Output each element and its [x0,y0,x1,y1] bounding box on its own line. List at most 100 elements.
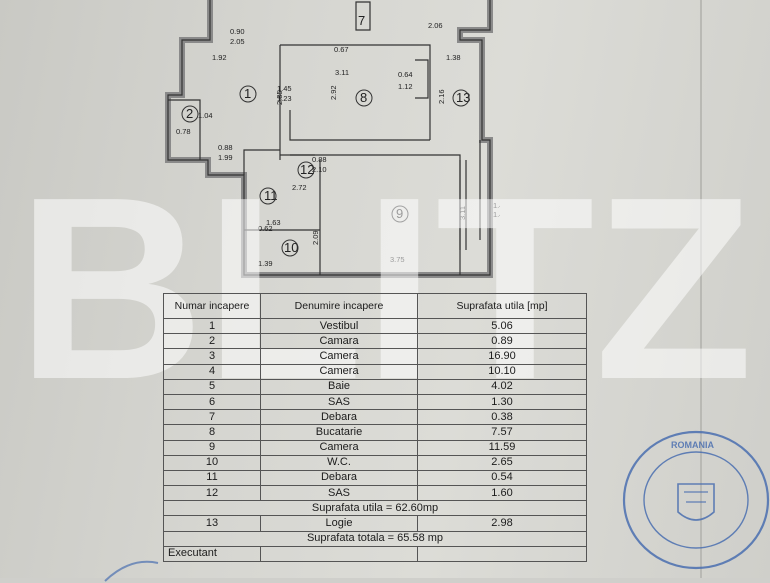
room-name: Vestibul [260,317,418,335]
svg-text:2: 2 [186,106,193,121]
room-name: Camera [260,348,418,365]
svg-text:8: 8 [360,90,367,105]
grand-total-row: Suprafata totala = 65.58 mp [163,530,587,547]
room-name: W.C. [260,454,418,471]
footer-label: Executant [163,545,261,563]
room-area: 1.60 [417,485,587,502]
stamp-fragment [104,560,159,582]
room-number: 4 [163,363,261,380]
room-area: 11.59 [417,439,587,456]
room-number: 3 [163,348,261,365]
svg-text:1.63: 1.63 [266,218,281,227]
svg-text:3.11: 3.11 [458,206,467,220]
room-area: 0.54 [417,469,587,487]
room-name: Debara [260,469,418,487]
header-room-name: Denumire incapere [260,293,418,319]
svg-text:7: 7 [358,13,365,28]
svg-text:0.78: 0.78 [176,127,191,136]
floor-plan: 0.90 2.05 1.92 0.67 3.11 0.64 1.12 1.38 … [165,0,500,278]
svg-text:2.16: 2.16 [437,89,446,104]
room-name: SAS [260,393,418,411]
rooms-table: Numar incapere Denumire incapere Suprafa… [163,293,587,563]
page-fold-line [700,0,702,578]
svg-text:0.64: 0.64 [398,70,413,79]
room-name: Baie [260,378,418,395]
room-name: SAS [260,485,418,502]
svg-text:0.90: 0.90 [230,27,245,36]
room-area: 10.10 [417,363,587,380]
svg-text:1.38: 1.38 [446,53,461,62]
svg-text:12: 12 [300,162,314,177]
room-area: 7.57 [417,424,587,441]
svg-text:9: 9 [396,206,403,221]
header-area: Suprafata utila [mp] [417,293,587,319]
footer-row: Executant [163,545,587,563]
svg-text:1.92: 1.92 [212,53,227,62]
svg-text:2.85: 2.85 [275,90,284,105]
room-number: 6 [163,393,261,411]
svg-text:10: 10 [284,240,298,255]
svg-text:1.41: 1.41 [493,210,500,219]
svg-text:1.99: 1.99 [218,153,233,162]
room-number: 1 [163,317,261,335]
svg-text:0.88: 0.88 [312,155,327,164]
svg-text:2.10: 2.10 [312,165,327,174]
svg-text:1: 1 [244,86,251,101]
svg-text:2.06: 2.06 [428,21,443,30]
svg-text:0.88: 0.88 [218,143,233,152]
svg-text:1.04: 1.04 [198,111,213,120]
room-name: Logie [260,515,418,532]
grand-total: Suprafata totala = 65.58 mp [163,530,587,547]
svg-text:13: 13 [456,90,470,105]
room-name: Camara [260,333,418,350]
svg-text:2.05: 2.05 [230,37,245,46]
svg-text:2.92: 2.92 [329,85,338,100]
svg-text:0.67: 0.67 [334,45,349,54]
room-name: Debara [260,409,418,426]
room-number: 13 [163,515,261,532]
room-area: 4.02 [417,378,587,395]
svg-text:1.41: 1.41 [493,201,500,210]
table-row: 13 Logie 2.98 [163,515,587,532]
room-number: 12 [163,485,261,502]
room-area: 2.65 [417,454,587,471]
official-stamp: ROMANIA [622,430,770,570]
room-name: Bucatarie [260,424,418,441]
room-area: 0.38 [417,409,587,426]
room-number: 9 [163,439,261,456]
useful-total: Suprafata utila = 62.60mp [163,500,587,517]
svg-text:1.12: 1.12 [398,82,413,91]
room-area: 16.90 [417,348,587,365]
room-number: 7 [163,409,261,426]
svg-text:2.72: 2.72 [292,183,307,192]
svg-text:0.62: 0.62 [258,224,273,233]
room-area: 2.98 [417,515,587,532]
svg-text:1.39: 1.39 [258,259,273,268]
room-number: 2 [163,333,261,350]
useful-total-row: Suprafata utila = 62.60mp [163,500,587,517]
svg-text:3.11: 3.11 [335,68,349,77]
svg-text:2.09: 2.09 [311,230,320,245]
header-room-number: Numar incapere [163,293,261,319]
room-number: 11 [163,469,261,487]
room-area: 1.30 [417,393,587,411]
svg-text:1.45: 1.45 [277,84,292,93]
room-name: Camera [260,363,418,380]
room-number: 5 [163,378,261,395]
room-number: 10 [163,454,261,471]
room-name: Camera [260,439,418,456]
stamp-text: ROMANIA [671,440,714,450]
room-area: 5.06 [417,317,587,335]
room-area: 0.89 [417,333,587,350]
